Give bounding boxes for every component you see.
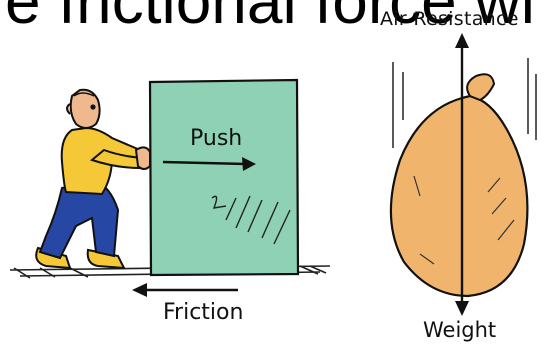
block [148, 78, 300, 277]
weight-arrow [455, 196, 469, 316]
push-label: Push [190, 126, 243, 151]
air-resistance-label: Air Resistance [380, 8, 519, 30]
motion-lines [392, 58, 537, 148]
person [35, 88, 151, 270]
friction-arrow [132, 283, 238, 297]
slide-title: e frictional force wi [5, 0, 535, 37]
push-arrow [162, 157, 256, 171]
sack [389, 73, 529, 298]
air-resistance-arrow [455, 33, 469, 196]
weight-label: Weight [423, 318, 497, 342]
friction-label: Friction [163, 300, 244, 325]
